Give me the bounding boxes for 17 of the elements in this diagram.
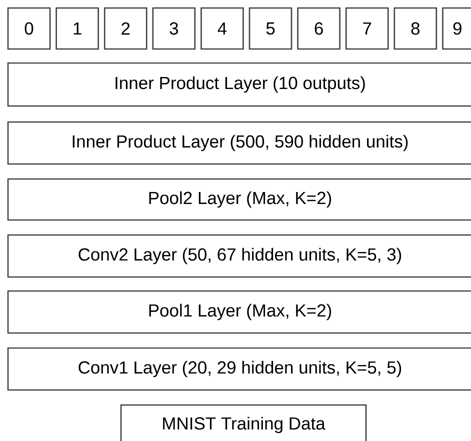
digit-box: 2 — [104, 7, 148, 50]
digit-box: 1 — [56, 7, 99, 50]
data-box: MNIST Training Data — [120, 404, 367, 441]
digit-box: 9 — [442, 7, 471, 50]
digit-box: 6 — [297, 7, 340, 50]
digit-box: 0 — [7, 7, 51, 50]
digit-box: 4 — [200, 7, 244, 50]
layer-box: Pool1 Layer (Max, K=2) — [7, 290, 471, 334]
digit-box: 3 — [152, 7, 196, 50]
layer-box: Conv2 Layer (50, 67 hidden units, K=5, 3) — [7, 234, 471, 278]
layer-box: Inner Product Layer (10 outputs) — [7, 62, 471, 107]
digit-box: 8 — [394, 7, 438, 50]
layer-box: Pool2 Layer (Max, K=2) — [7, 178, 471, 221]
digit-box: 7 — [345, 7, 389, 50]
layer-box: Inner Product Layer (500, 590 hidden units) — [7, 121, 471, 165]
digit-box: 5 — [248, 7, 292, 50]
layer-box: Conv1 Layer (20, 29 hidden units, K=5, 5) — [7, 347, 471, 391]
